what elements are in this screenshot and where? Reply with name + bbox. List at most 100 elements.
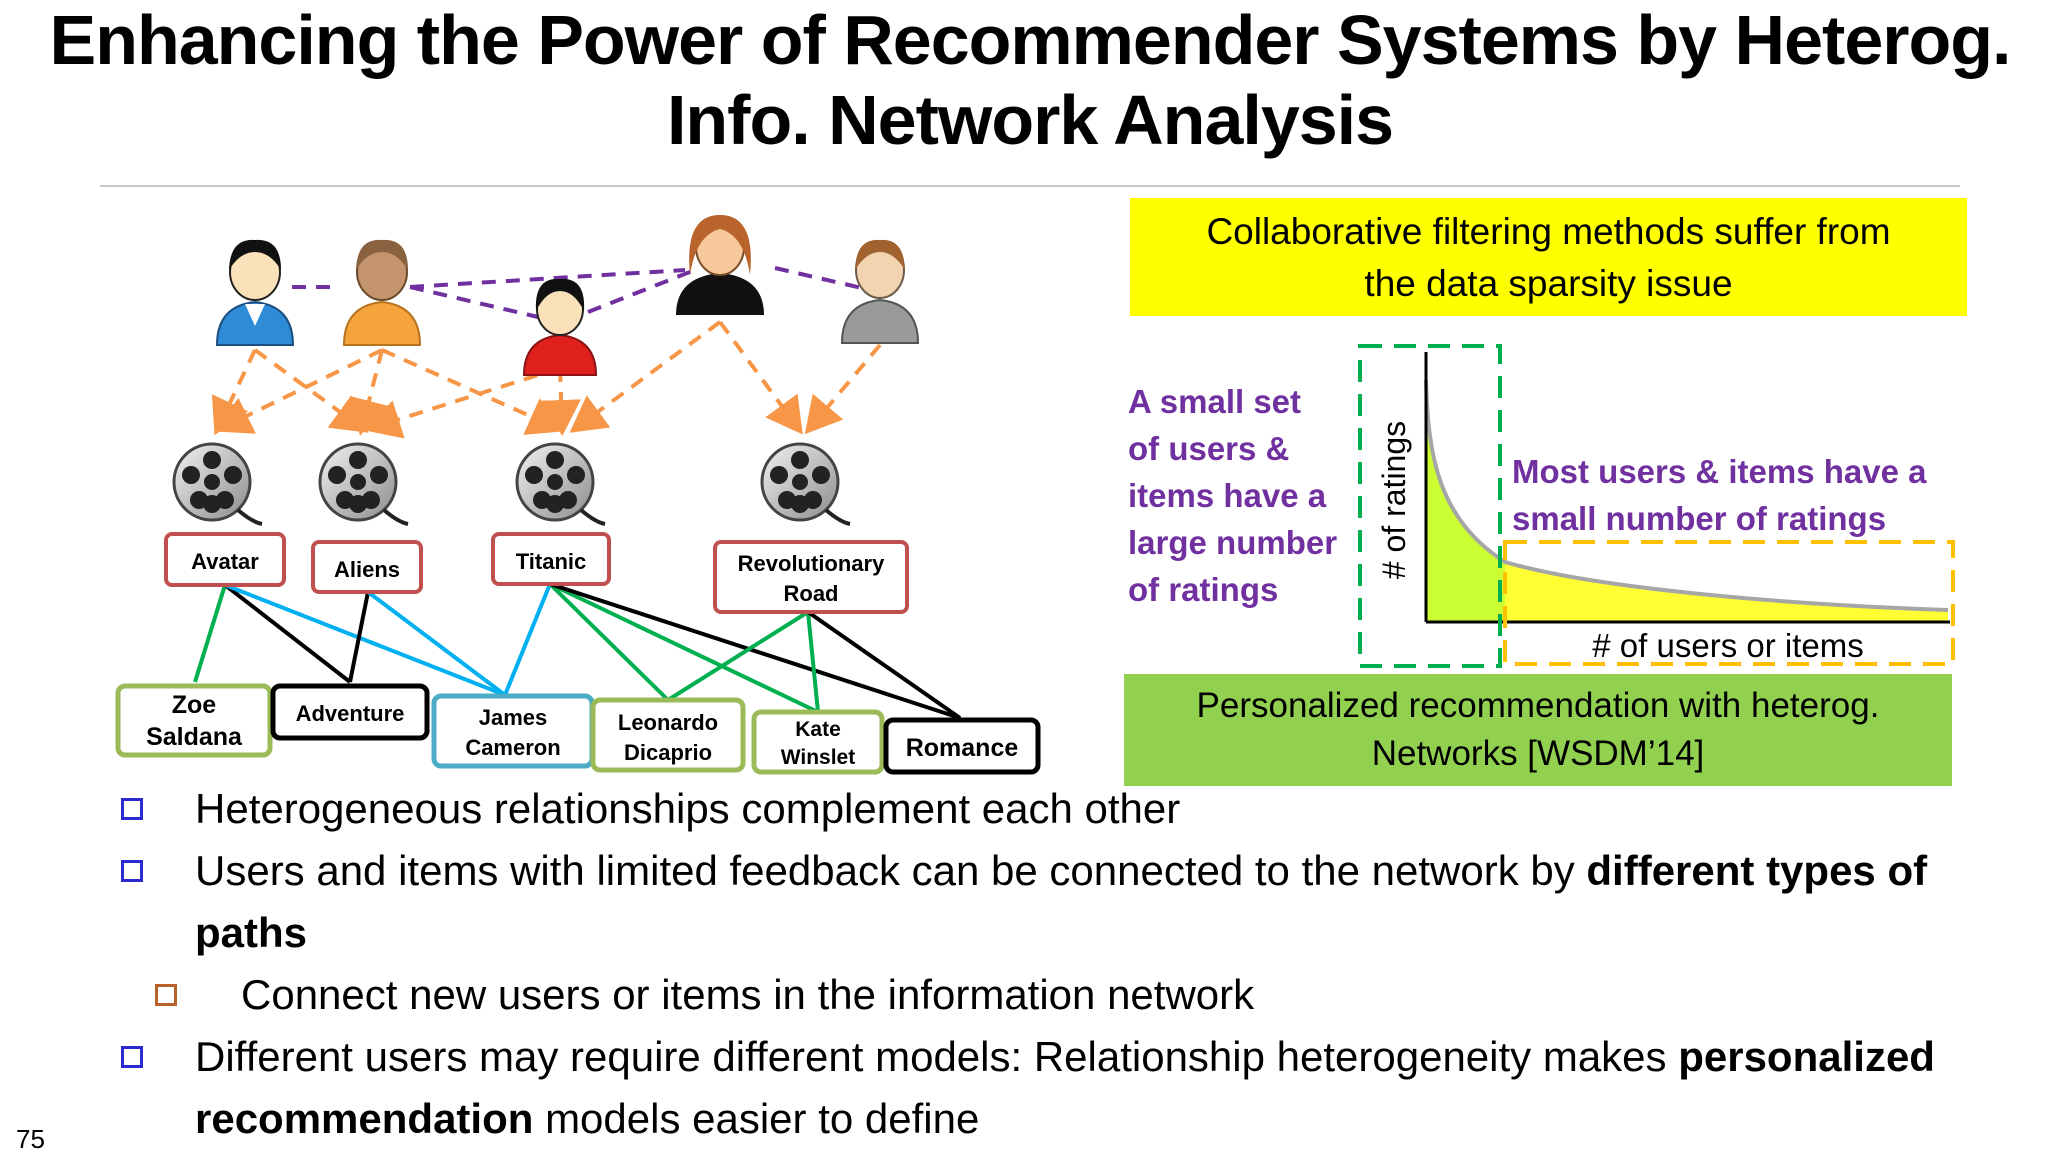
bullet-text: Connect new users or items in the inform… xyxy=(241,964,2015,1026)
link-titanic-james xyxy=(503,583,552,696)
bullet-text: Different users may require different mo… xyxy=(195,1026,2015,1150)
link-revroad-kate xyxy=(806,611,820,713)
film-reel-icon xyxy=(515,442,606,526)
node-label-line1: Kate xyxy=(795,718,841,741)
user-avatar-icon xyxy=(215,239,295,346)
link-revroad-romance xyxy=(806,610,962,720)
bullet-text: Heterogeneous relationships complement e… xyxy=(195,778,2015,840)
link-u4-revroad xyxy=(718,320,803,435)
link-u2-u3 xyxy=(409,285,539,319)
bullet-text-part: Heterogeneous relationships complement e… xyxy=(195,785,1181,832)
small-set-line: items have a xyxy=(1128,477,1327,514)
movie-node-titanic: Titanic xyxy=(491,532,611,586)
bullet-text: Users and items with limited feedback ca… xyxy=(195,840,2015,964)
link-titanic-romance xyxy=(549,582,961,720)
slide-title-line1: Enhancing the Power of Recommender Syste… xyxy=(49,1,2012,79)
chart-curve xyxy=(1424,379,1949,612)
node-label: Romance xyxy=(906,734,1019,762)
small-set-line: A small set xyxy=(1128,383,1302,420)
movie-node-aliens: Aliens xyxy=(311,540,423,594)
bullet-text-part: Different users may require different mo… xyxy=(195,1033,1679,1080)
node-label-line1: Zoe xyxy=(172,691,217,719)
movie-label: Avatar xyxy=(191,549,259,574)
actor-node-zoe-saldana: Zoe Saldana xyxy=(115,683,273,758)
link-aliens-adventure xyxy=(348,591,370,683)
user-user-links xyxy=(292,266,863,319)
movie-label: Aliens xyxy=(334,557,400,582)
link-avatar-james xyxy=(224,583,506,697)
most-users-line2: small number of ratings xyxy=(1512,500,1887,537)
actor-node-leonardo-dicaprio: Leonardo Dicaprio xyxy=(590,697,746,773)
chart-x-label: # of users or items xyxy=(1592,627,1863,664)
actor-node-kate-winslet: Kate Winslet xyxy=(751,709,885,775)
users xyxy=(215,215,920,376)
checkbox-bullet-icon xyxy=(121,798,143,820)
bullet-text-part: Connect new users or items in the inform… xyxy=(241,971,1255,1018)
chart-tail-area xyxy=(1505,562,1948,622)
page-number: 75 xyxy=(16,1124,45,1154)
sparsity-line1: Collaborative filtering methods suffer f… xyxy=(1206,211,1891,252)
link-u4-u5 xyxy=(774,266,863,290)
node-label-line1: James xyxy=(479,705,548,730)
bullet-item: Different users may require different mo… xyxy=(115,1026,2015,1150)
node-label-line2: Dicaprio xyxy=(624,740,712,765)
link-u3-titanic xyxy=(541,367,582,436)
node-label-line1: Leonardo xyxy=(618,710,718,735)
title-divider xyxy=(100,185,1960,187)
link-u2-aliens xyxy=(349,349,389,436)
bullet-text-part: Users and items with limited feedback ca… xyxy=(195,847,1587,894)
sparsity-callout: Collaborative filtering methods suffer f… xyxy=(1130,198,1967,316)
film-reel-icon xyxy=(760,442,851,526)
small-set-note: A small set of users & items have a larg… xyxy=(1128,378,1358,613)
film-reel-icon xyxy=(318,442,409,526)
most-users-line1: Most users & items have a xyxy=(1512,453,1927,490)
link-u2-u4 xyxy=(409,268,686,289)
link-avatar-adventure xyxy=(223,583,352,684)
link-u4-titanic xyxy=(569,320,722,433)
movie-node-avatar: Avatar xyxy=(164,532,286,587)
bullet-text-bold: different types of paths xyxy=(195,847,1928,956)
film-reels xyxy=(172,442,851,526)
user-avatar-icon xyxy=(840,239,920,344)
link-u5-revroad xyxy=(804,343,882,435)
genre-node-adventure: Adventure xyxy=(270,683,430,741)
movie-attribute-links xyxy=(193,582,962,720)
user-avatar-icon xyxy=(676,215,764,315)
bullet-item: Heterogeneous relationships complement e… xyxy=(115,778,2015,840)
long-tail-chart: # of ratings # of users or items xyxy=(1358,344,1955,668)
tail-dashed-box xyxy=(1503,540,1955,666)
slide-title-line2: Info. Network Analysis xyxy=(666,81,1394,159)
chart-head-area xyxy=(1426,380,1505,622)
checkbox-bullet-icon xyxy=(121,860,143,882)
movie-nodes: Avatar Aliens Titanic Revolutionary Road xyxy=(164,532,909,614)
link-avatar-zoe xyxy=(193,584,227,683)
link-u2-titanic xyxy=(381,348,565,435)
link-revroad-leonardo xyxy=(666,610,810,702)
link-titanic-kate xyxy=(549,582,819,714)
most-users-note: Most users & items have a small number o… xyxy=(1512,448,1972,542)
user-avatar-icon xyxy=(522,278,598,376)
node-label-line2: Cameron xyxy=(465,735,560,760)
small-set-line: of ratings xyxy=(1128,571,1279,608)
chart-y-label: # of ratings xyxy=(1376,421,1412,579)
director-node-james-cameron: James Cameron xyxy=(431,693,595,769)
movie-label: Titanic xyxy=(516,549,587,574)
node-label-line2: Saldana xyxy=(146,723,243,751)
sparsity-line2: the data sparsity issue xyxy=(1364,263,1733,304)
attribute-nodes: Zoe Saldana Adventure James Cameron Leon… xyxy=(115,683,1041,775)
sub-bullet-item: Connect new users or items in the inform… xyxy=(115,964,2015,1026)
bullet-text-bold: personalized recommendation xyxy=(195,1033,1935,1142)
checkbox-bullet-icon xyxy=(121,1046,143,1068)
genre-node-romance: Romance xyxy=(883,717,1041,775)
link-aliens-james xyxy=(366,590,507,697)
link-u2-avatar xyxy=(214,348,383,434)
head-dashed-box xyxy=(1358,344,1502,668)
movie-label-line1: Revolutionary xyxy=(738,551,885,576)
slide-title: Enhancing the Power of Recommender Syste… xyxy=(40,0,2020,160)
checkbox-bullet-icon xyxy=(155,984,177,1006)
personalized-line1: Personalized recommendation with heterog… xyxy=(1196,686,1880,725)
movie-node-revolutionary-road: Revolutionary Road xyxy=(713,540,909,614)
link-titanic-leonardo xyxy=(548,582,670,702)
link-u3-u4 xyxy=(587,268,696,314)
